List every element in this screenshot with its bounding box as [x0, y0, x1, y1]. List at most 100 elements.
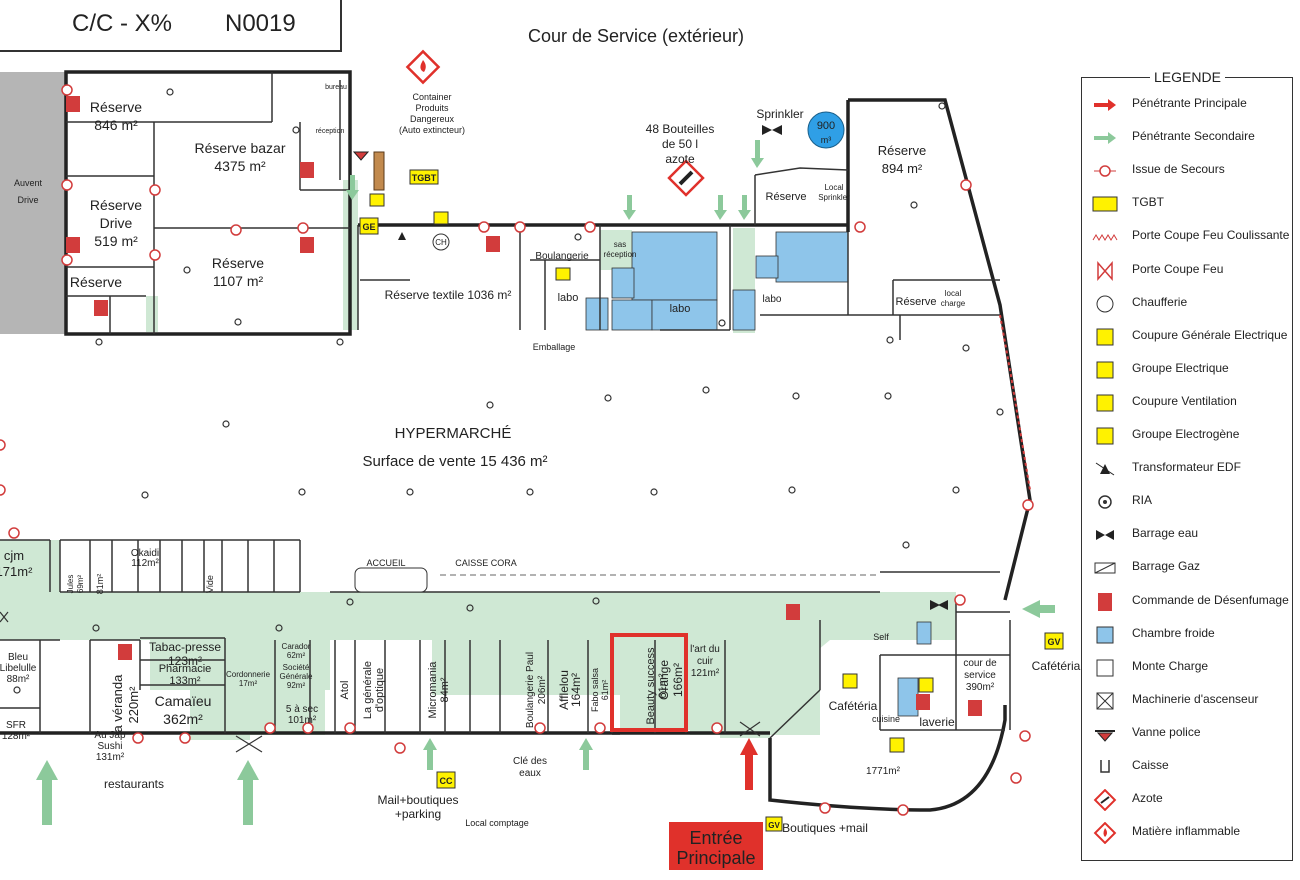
- elevator-machinery-icon: [1092, 690, 1118, 712]
- water-valve-marker: [930, 600, 940, 610]
- callout-label: Local: [824, 183, 843, 192]
- callout-label: local: [945, 289, 962, 298]
- generator-group-icon: [1092, 359, 1118, 381]
- legend-item: Transformateur EDF: [1082, 454, 1292, 484]
- room-label: SFR: [6, 720, 26, 731]
- legend-item: Pénétrante Principale: [1082, 90, 1292, 120]
- room-label: 846 m²: [94, 117, 138, 133]
- legend-item-label: Azote: [1132, 791, 1163, 806]
- room-label: Libelulle: [0, 663, 37, 674]
- secondary-entrance-arrows: [36, 140, 1055, 825]
- room-label: service: [964, 670, 996, 681]
- sprinkler-valve-2: [772, 125, 782, 135]
- arrow-green-icon: [1092, 127, 1118, 149]
- legend-item-label: Transformateur EDF: [1132, 460, 1241, 475]
- legend-item-label: Machinerie d'ascenseur: [1132, 691, 1259, 706]
- room-label: Cafétéria: [829, 699, 878, 713]
- fire-hose-icon: [1092, 491, 1118, 513]
- legend-item: Barrage Gaz: [1082, 553, 1292, 583]
- legend-item: Commande de Désenfumage: [1082, 587, 1292, 617]
- flammable-diamond: [405, 49, 441, 85]
- room-label: ACCUEIL: [366, 558, 405, 568]
- tgbt-text: TGBT: [412, 173, 437, 183]
- auvent-drive-area: [0, 72, 66, 334]
- cold-rooms: [585, 231, 932, 717]
- room-label: Micromania: [427, 661, 439, 719]
- ge-badge: [359, 217, 379, 235]
- legend-item-label: Coupure Générale Electrique: [1132, 327, 1288, 342]
- legend-item-label: RIA: [1132, 493, 1153, 508]
- legend-item: Matière inflammable: [1082, 818, 1292, 848]
- legend-item: RIA: [1082, 487, 1292, 517]
- legend-item: Coupure Ventilation: [1082, 388, 1292, 418]
- legend-item: Coupure Générale Electrique: [1082, 322, 1292, 352]
- room-label: labo: [558, 292, 579, 304]
- room-label: Drive: [17, 195, 38, 205]
- header-cc: C/C - X%: [72, 10, 173, 37]
- legend-item-label: Porte Coupe Feu: [1132, 261, 1224, 276]
- transformer-icon: [1092, 458, 1118, 480]
- room-label: labo: [670, 303, 691, 315]
- room-label: 128m²: [2, 731, 31, 742]
- room-label: 220m²: [126, 686, 141, 724]
- ventilation-cutoff-icon: [1092, 392, 1118, 414]
- smoke-control-icon: [1092, 591, 1118, 613]
- legend-item-label: Coupure Ventilation: [1132, 393, 1237, 408]
- room-label: 362m²: [163, 711, 203, 727]
- legend-item-label: Matière inflammable: [1132, 824, 1241, 839]
- legend-item-label: Groupe Electrique: [1132, 360, 1229, 375]
- cc-text: CC: [440, 776, 453, 786]
- cafeteria-side-label: Cafétéria: [1032, 659, 1081, 673]
- legend-item: Porte Coupe Feu Coulissante: [1082, 222, 1292, 252]
- legend-item-label: Vanne police: [1132, 724, 1201, 739]
- room-label: 62m²: [287, 651, 306, 660]
- legend-item: Caisse: [1082, 752, 1292, 782]
- room-label: Self: [873, 632, 889, 642]
- room-label: 4375 m²: [214, 158, 266, 174]
- room-label: cjm: [4, 548, 24, 563]
- room-label: Sushi: [97, 741, 122, 752]
- cc-badges: [369, 193, 934, 789]
- emergency-exit-icon: [1092, 160, 1118, 182]
- room-label: Réserve: [90, 99, 142, 115]
- callout-label: Produits: [415, 103, 449, 113]
- room-label: CAISSE CORA: [455, 558, 517, 568]
- room-label: Pharmacie: [159, 663, 212, 675]
- legend-item-label: Groupe Electrogène: [1132, 427, 1240, 441]
- freight-lift-icon: [1092, 657, 1118, 679]
- room-label: Tabac-presse: [149, 640, 221, 654]
- water-valve-icon: [1092, 524, 1118, 546]
- legend-item-label: Issue de Secours: [1132, 162, 1225, 177]
- legend-item-label: Barrage Gaz: [1132, 559, 1201, 574]
- room-label: Boulangerie Paul: [525, 652, 536, 728]
- room-label: labo: [763, 294, 782, 305]
- entrance-line1: Entrée: [689, 828, 742, 848]
- room-label: cuir: [697, 656, 714, 667]
- legend-item: Monte Charge: [1082, 653, 1292, 683]
- gv-text: GV: [1047, 637, 1060, 647]
- boiler-icon: [1092, 293, 1118, 315]
- sprinkler-unit: m³: [821, 135, 832, 145]
- boiler-marker: [432, 233, 450, 251]
- legend-item-label: Caisse: [1132, 758, 1169, 772]
- room-label: cuisine: [872, 714, 900, 724]
- gv-badges: [765, 632, 1064, 832]
- plan-labels: Cour de Service (extérieur)HYPERMARCHÉSu…: [0, 26, 1081, 870]
- callout-label: Mail+boutiques: [377, 793, 458, 807]
- room-label: Orange: [657, 660, 671, 700]
- legend-item-label: Chambre froide: [1132, 625, 1215, 640]
- room-label: Bleu: [8, 652, 28, 663]
- room-label: Réserve: [878, 143, 926, 158]
- room-label: Vide: [205, 575, 215, 593]
- main-cutoff-icon: [1092, 326, 1118, 348]
- mall-east: [690, 640, 820, 735]
- room-label: l'art du: [690, 644, 720, 655]
- room-label: Drive: [100, 215, 133, 231]
- room-label: d'optique: [374, 668, 386, 712]
- legend-item: Chambre froide: [1082, 620, 1292, 650]
- legend-item-label: TGBT: [1132, 195, 1164, 210]
- callout-label: 48 Bouteilles: [646, 122, 715, 136]
- transformer-marker: [398, 232, 406, 240]
